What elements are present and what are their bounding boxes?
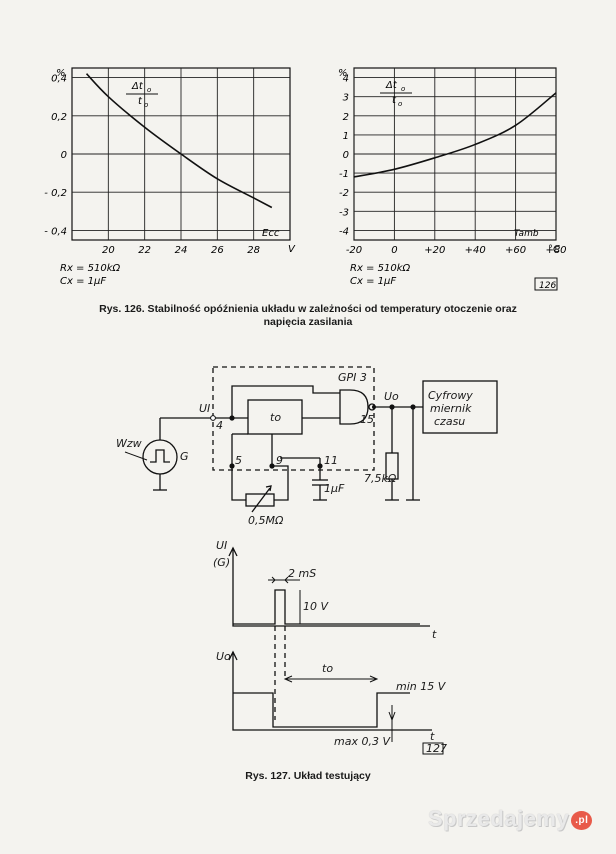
timing-diagram: UI (G) 2 mS 10 V t Uo to min 15 V max 0,… (213, 539, 447, 755)
right-y-unit: % (338, 68, 348, 79)
right-ytick-2: 2 (343, 112, 349, 123)
fig126-caption-line1: Rys. 126. Stabilność opóźnienia układu w… (99, 303, 517, 315)
pin-11: 11 (324, 454, 338, 467)
meter-line3: czasu (434, 415, 465, 428)
timing-ui-label: UI (216, 539, 227, 552)
left-ytick-0: 0,4 (51, 74, 67, 85)
max-voltage-label: max 0,3 V (334, 735, 391, 748)
t-axis-label-2: t (430, 730, 435, 743)
fig127-caption: Rys. 127. Układ testujący (245, 770, 371, 782)
meter-line2: miernik (430, 402, 472, 415)
right-ytick-8: -4 (339, 226, 349, 237)
left-formula: Δt o t o (126, 81, 158, 109)
pulse-amp-label: 10 V (303, 600, 329, 613)
t-axis-label-1: t (432, 628, 437, 641)
timing-uo-label: Uo (216, 650, 231, 663)
left-ytick-2: 0 (61, 150, 67, 161)
pin-9: 9 (276, 454, 283, 467)
left-xtick-0: 20 (102, 245, 115, 256)
pin-5: 5 (235, 454, 242, 467)
ic-label: GPI 3 (338, 371, 367, 384)
right-param-cx: Cx = 1μF (350, 276, 396, 287)
circuit-diagram: GPI 3 to UI Uo 4 15 5 9 11 Wzw G 1μF 0,5… (116, 366, 498, 527)
chart-right: % 4 3 2 1 0 -1 -2 -3 -4 -20 0 +20 +40 +60 +80 Δt o t … (338, 67, 567, 291)
right-series-line (353, 92, 557, 178)
right-xtick-5: +80 (545, 245, 566, 256)
right-formula-num: Δt (385, 80, 398, 91)
right-formula-den: t (392, 95, 397, 106)
left-y-unit: % (56, 68, 66, 79)
pin-4: 4 (216, 419, 223, 432)
left-xtick-3: 26 (211, 245, 224, 256)
right-ytick-0: 4 (343, 74, 349, 85)
watermark-suffix: .pl (571, 810, 593, 830)
left-param-cx: Cx = 1μF (60, 276, 106, 287)
right-xtick-4: +60 (505, 245, 526, 256)
capacitor-label: 1μF (324, 482, 345, 495)
right-param-rx: Rx = 510kΩ (350, 263, 410, 274)
watermark-logo: Sprzedajemy.pl (428, 806, 593, 832)
right-x-unit: °C (548, 244, 560, 255)
wzw-label: Wzw (116, 437, 142, 450)
left-x-unit: V (288, 244, 296, 255)
left-ytick-3: - 0,2 (44, 188, 67, 199)
left-ytick-1: 0,2 (51, 112, 67, 123)
timing-ui-sub: (G) (213, 556, 230, 569)
left-param-rx: Rx = 510kΩ (60, 263, 120, 274)
pot-label: 0,5MΩ (248, 514, 284, 527)
min-voltage-label: min 15 V (396, 680, 447, 693)
pulse-width-label: 2 mS (288, 567, 316, 580)
fig126-caption-line2: napięcia zasilania (263, 316, 353, 328)
right-ytick-5: -1 (339, 169, 349, 180)
right-xtick-2: +20 (424, 245, 445, 256)
input-ui-label: UI (199, 402, 210, 415)
right-ytick-7: -3 (339, 207, 349, 218)
delay-to-label: to (322, 662, 333, 675)
right-xtick-1: 0 (391, 245, 397, 256)
right-x-label: Tamb (514, 229, 539, 239)
left-xtick-4: 28 (247, 245, 260, 256)
right-formula: Δt o t o (380, 80, 412, 108)
right-formula-den-sub: o (398, 100, 402, 108)
pin-15: 15 (360, 413, 374, 426)
left-formula-num: Δt (131, 81, 144, 92)
generator-label: G (180, 450, 189, 463)
fig126-caption: Rys. 126. Stabilność opóźnienia układu w… (0, 303, 616, 328)
right-ytick-1: 3 (343, 93, 349, 104)
left-series-line (85, 73, 273, 209)
fig127-number: 127 (426, 742, 447, 755)
resistor-label: 7,5kΩ (364, 472, 397, 485)
meter-line1: Cyfrowy (428, 389, 473, 402)
right-xtick-3: +40 (465, 245, 486, 256)
right-ytick-3: 1 (343, 131, 349, 142)
right-xtick-0: -20 (346, 245, 362, 256)
left-formula-num-sub: o (147, 86, 151, 94)
left-x-label: Ecc (262, 228, 280, 239)
right-ytick-6: -2 (339, 188, 349, 199)
left-formula-den-sub: o (144, 101, 148, 109)
right-formula-num-sub: o (401, 85, 405, 93)
right-ytick-4: 0 (343, 150, 349, 161)
watermark-text: Sprzedajemy (428, 806, 570, 831)
left-ytick-4: - 0,4 (44, 226, 67, 237)
left-xtick-2: 24 (175, 245, 188, 256)
left-xtick-1: 22 (138, 245, 151, 256)
fig126-number: 126 (539, 281, 556, 291)
output-uo-label: Uo (384, 390, 399, 403)
block-to-label: to (270, 411, 281, 424)
left-formula-den: t (138, 96, 143, 107)
